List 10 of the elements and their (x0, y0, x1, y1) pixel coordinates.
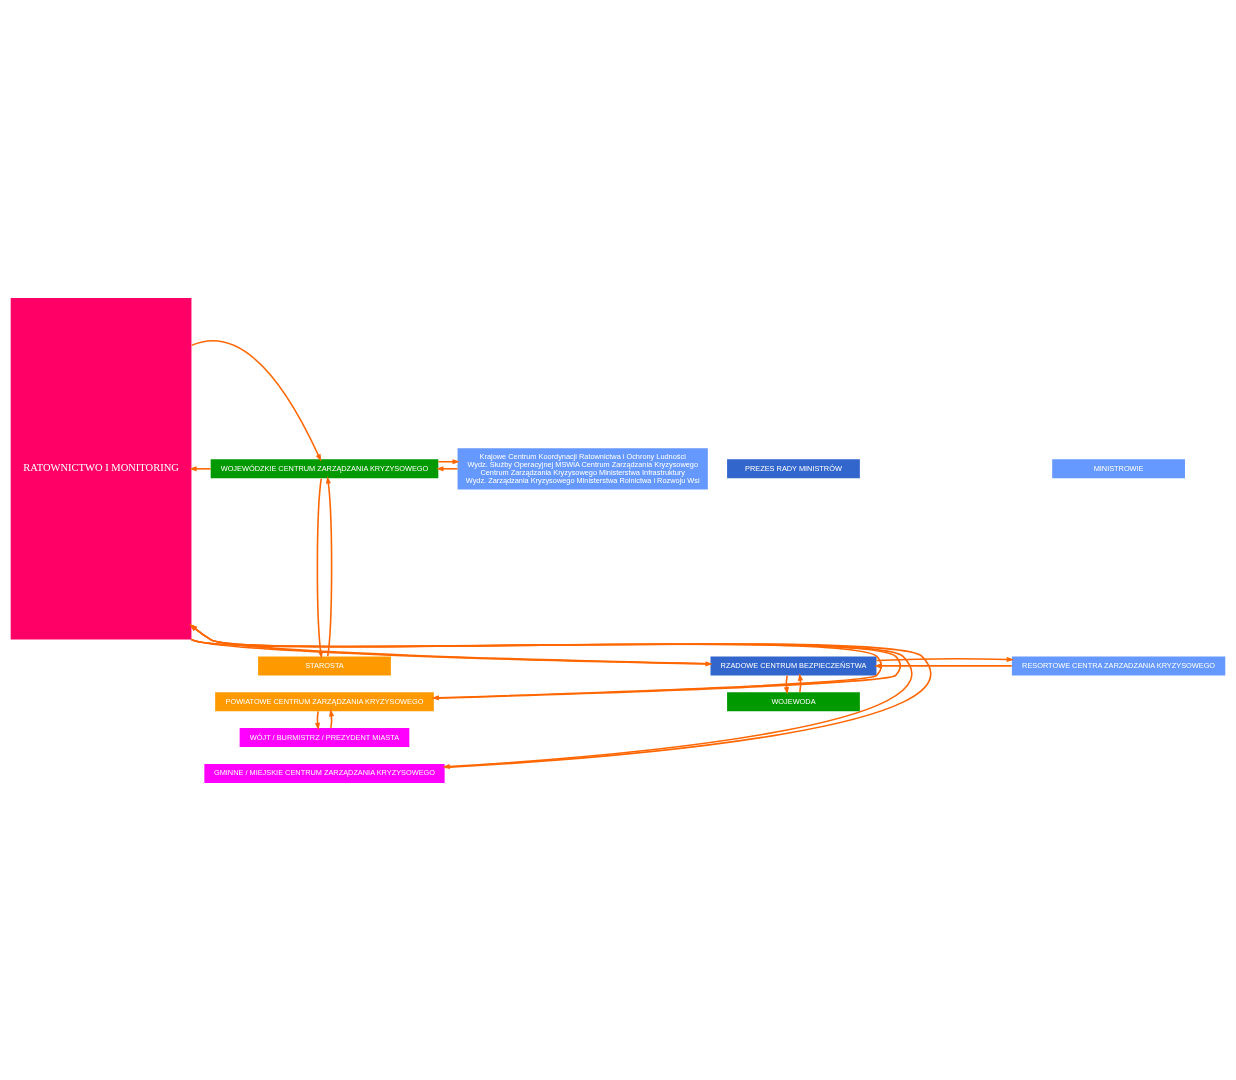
arrow (189, 623, 712, 665)
arrow (190, 339, 322, 462)
arrow (189, 465, 212, 471)
arrow (875, 656, 1015, 662)
node-box: RATOWNICTWO I MONITORING (10, 297, 192, 640)
arrow (437, 458, 460, 464)
arrow (316, 477, 324, 659)
arrow (874, 662, 1013, 668)
arrow (436, 465, 459, 471)
arrow (325, 475, 333, 657)
